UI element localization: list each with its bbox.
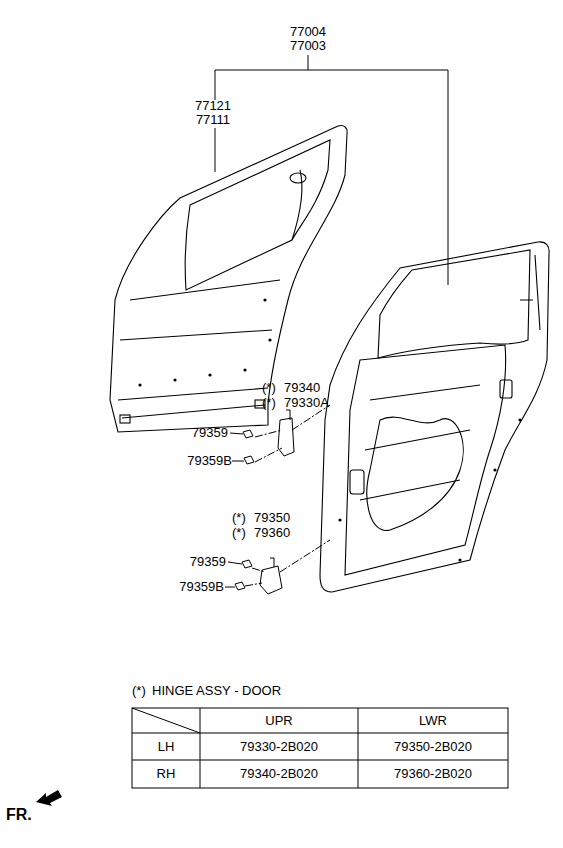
table-header: UPR [265,714,292,728]
asterisk-mark: (*) [132,684,146,698]
door-outer-panel [110,125,347,432]
part-number: 79350 [254,511,290,525]
upper-hinge [255,405,330,462]
table-row-header: LH [158,740,175,754]
asterisk-mark: (*) [262,381,276,395]
table-cell: 79350-2B020 [394,740,472,754]
part-number: 79330A [284,396,329,410]
table-cell: 79360-2B020 [394,767,472,781]
lower-hinge [245,540,330,594]
bracket [215,55,448,285]
front-arrow [36,790,62,806]
part-table [132,708,508,788]
table-cell: 79340-2B020 [240,767,318,781]
table-cell: 79330-2B020 [240,740,318,754]
asterisk-mark: (*) [262,396,276,410]
part-number: 77003 [290,39,326,53]
callout-number: 79359 [190,555,226,569]
callout-number: 79359 [192,426,228,440]
table-row-header: RH [157,767,176,781]
part-number: 79340 [284,381,320,395]
legend-note: HINGE ASSY - DOOR [152,684,281,698]
part-number: 77004 [290,25,326,39]
asterisk-mark: (*) [232,511,246,525]
part-number: 77121 [195,99,231,113]
table-header: LWR [419,714,447,728]
callout-number: 79359B [187,454,232,468]
part-number: 77111 [196,113,230,127]
door-inner-panel [320,242,549,592]
callout-number: 79359B [179,580,224,594]
part-number: 79360 [254,526,290,540]
asterisk-mark: (*) [232,526,246,540]
front-indicator: FR. [6,808,32,822]
